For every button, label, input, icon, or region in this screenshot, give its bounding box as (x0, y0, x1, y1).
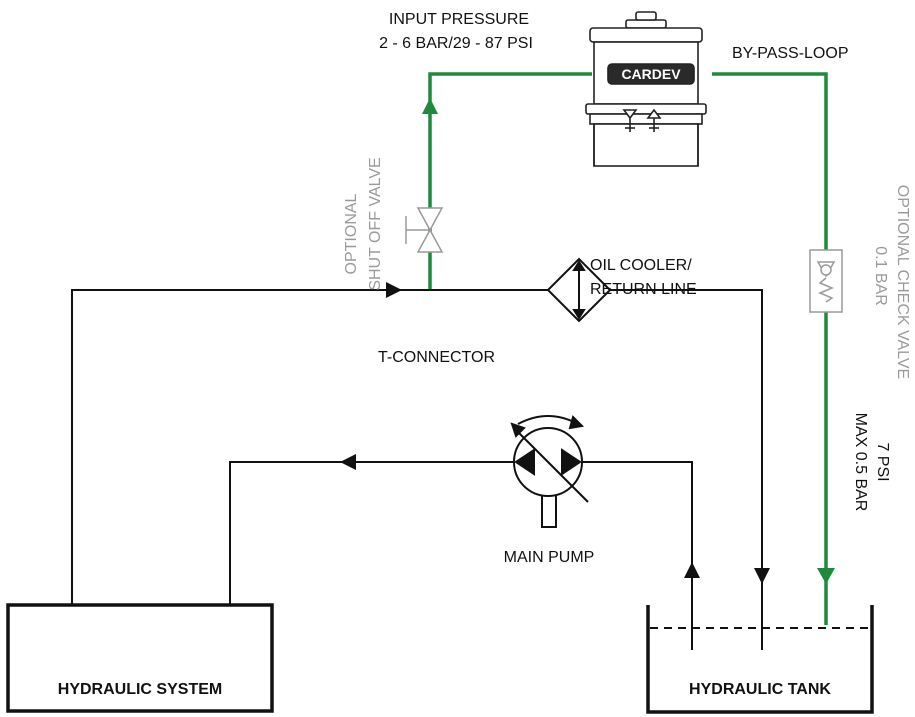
oil-cooler-label-line2: RETURN LINE (590, 281, 697, 298)
oil-cooler-to-tank-line (610, 289, 763, 650)
input-pressure-range-label: 2 - 6 BAR/29 - 87 PSI (379, 35, 533, 52)
return-line (71, 289, 548, 605)
pressure-rating-label-line2: MAX 0.5 BAR (852, 413, 869, 512)
oil-cooler-label-line1: OIL COOLER/ (590, 257, 692, 274)
t-connector-label: T-CONNECTOR (378, 349, 495, 366)
check-valve-label-line2: 0.1 BAR (872, 246, 889, 306)
main-pump-label: MAIN PUMP (504, 549, 595, 566)
return-flow-arrow (386, 282, 402, 298)
shutoff-valve-label-line1: OPTIONAL (343, 193, 360, 274)
hydraulic-tank-label: HYDRAULIC TANK (689, 681, 831, 698)
bypass-loop-label: BY-PASS-LOOP (732, 45, 849, 62)
bypass-return-line (712, 72, 828, 625)
pressure-line (229, 461, 516, 605)
shutoff-valve-icon (405, 207, 444, 253)
heat-exchanger-icon (546, 257, 612, 323)
hydraulic-lines (71, 289, 763, 650)
check-valve-icon (809, 249, 843, 313)
pressure-rating-label-line1: 7 PSI (874, 442, 891, 481)
pressure-flow-arrow (340, 454, 356, 470)
bypass-flow-arrow (817, 568, 835, 584)
input-flow-arrow (422, 98, 438, 114)
hydraulic-tank (646, 605, 874, 714)
input-pressure-label: INPUT PRESSURE (389, 11, 529, 28)
input-line (428, 72, 592, 290)
filter-unit-icon (585, 11, 707, 167)
suction-flow-arrow (684, 562, 700, 578)
check-valve-label-line1: OPTIONAL CHECK VALVE (894, 185, 911, 379)
hydraulic-system-box (6, 603, 274, 713)
cardev-logo: CARDEV (621, 66, 681, 82)
suction-line (580, 461, 693, 650)
tank-return-flow-arrow (754, 568, 770, 584)
variable-pump-icon (510, 415, 589, 528)
shutoff-valve-label-line2: SHUT OFF VALVE (367, 157, 384, 290)
hydraulic-system-label: HYDRAULIC SYSTEM (58, 681, 222, 698)
